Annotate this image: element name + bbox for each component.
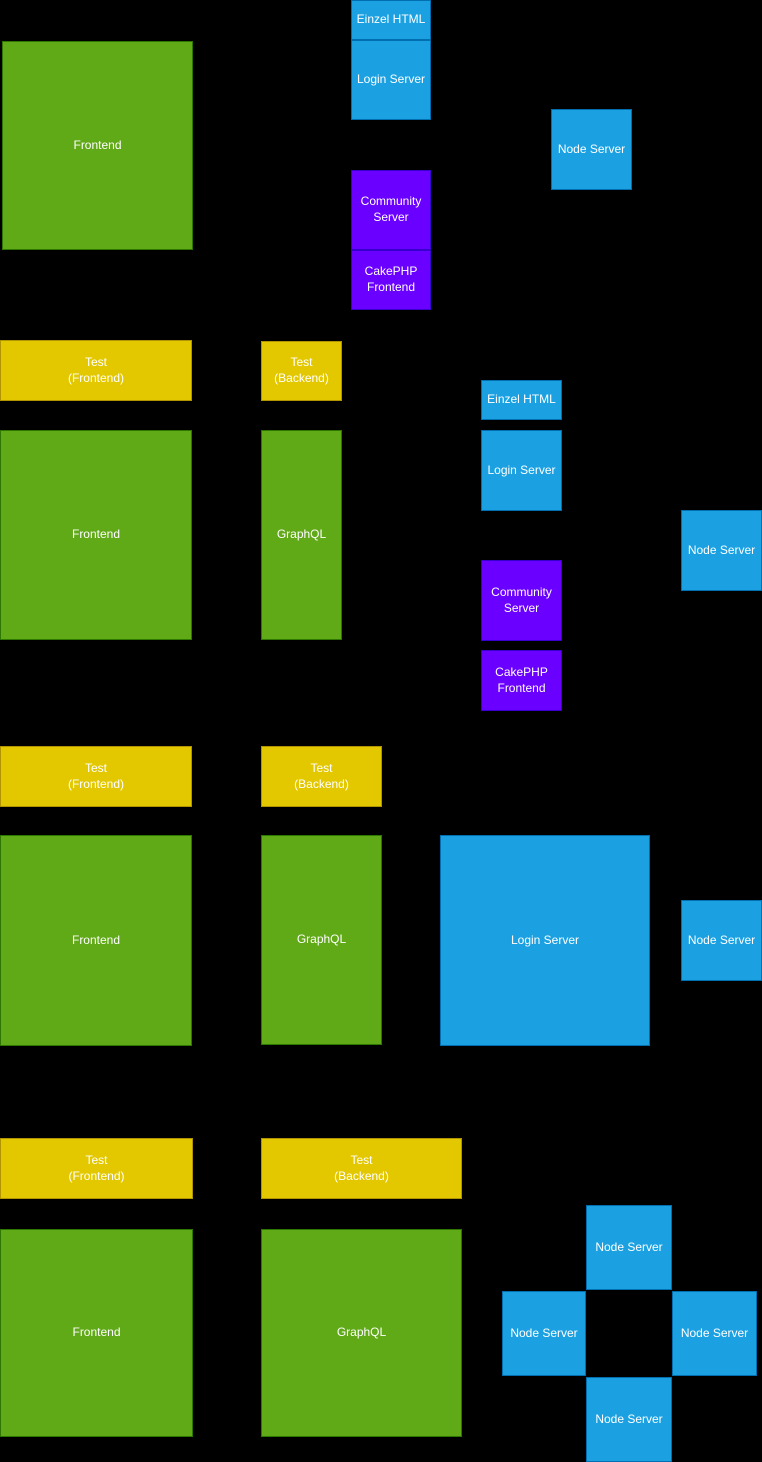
node-node-server[interactable]: Node Server xyxy=(672,1291,757,1376)
node-test-backend[interactable]: Test (Backend) xyxy=(261,341,342,401)
node-frontend[interactable]: Frontend xyxy=(0,1229,193,1437)
node-login-server[interactable]: Login Server xyxy=(481,430,562,511)
node-frontend[interactable]: Frontend xyxy=(0,835,192,1046)
node-graphql[interactable]: GraphQL xyxy=(261,430,342,640)
node-einzel-html[interactable]: Einzel HTML xyxy=(481,380,562,420)
node-test-frontend[interactable]: Test (Frontend) xyxy=(0,340,192,401)
node-test-frontend[interactable]: Test (Frontend) xyxy=(0,1138,193,1199)
node-cakephp-frontend[interactable]: CakePHP Frontend xyxy=(481,650,562,711)
node-node-server[interactable]: Node Server xyxy=(586,1377,672,1462)
node-graphql[interactable]: GraphQL xyxy=(261,1229,462,1437)
node-einzel-html[interactable]: Einzel HTML xyxy=(351,0,431,40)
node-node-server[interactable]: Node Server xyxy=(502,1291,586,1376)
node-test-frontend[interactable]: Test (Frontend) xyxy=(0,746,192,807)
node-node-server[interactable]: Node Server xyxy=(551,109,632,190)
node-community-server[interactable]: Community Server xyxy=(481,560,562,641)
node-community-server[interactable]: Community Server xyxy=(351,170,431,250)
node-login-server[interactable]: Login Server xyxy=(351,40,431,120)
node-node-server[interactable]: Node Server xyxy=(681,510,762,591)
node-frontend[interactable]: Frontend xyxy=(0,430,192,640)
node-login-server[interactable]: Login Server xyxy=(440,835,650,1046)
node-test-backend[interactable]: Test (Backend) xyxy=(261,1138,462,1199)
node-cakephp-frontend[interactable]: CakePHP Frontend xyxy=(351,250,431,310)
node-graphql[interactable]: GraphQL xyxy=(261,835,382,1045)
node-node-server[interactable]: Node Server xyxy=(586,1205,672,1290)
node-test-backend[interactable]: Test (Backend) xyxy=(261,746,382,807)
node-frontend[interactable]: Frontend xyxy=(2,41,193,250)
